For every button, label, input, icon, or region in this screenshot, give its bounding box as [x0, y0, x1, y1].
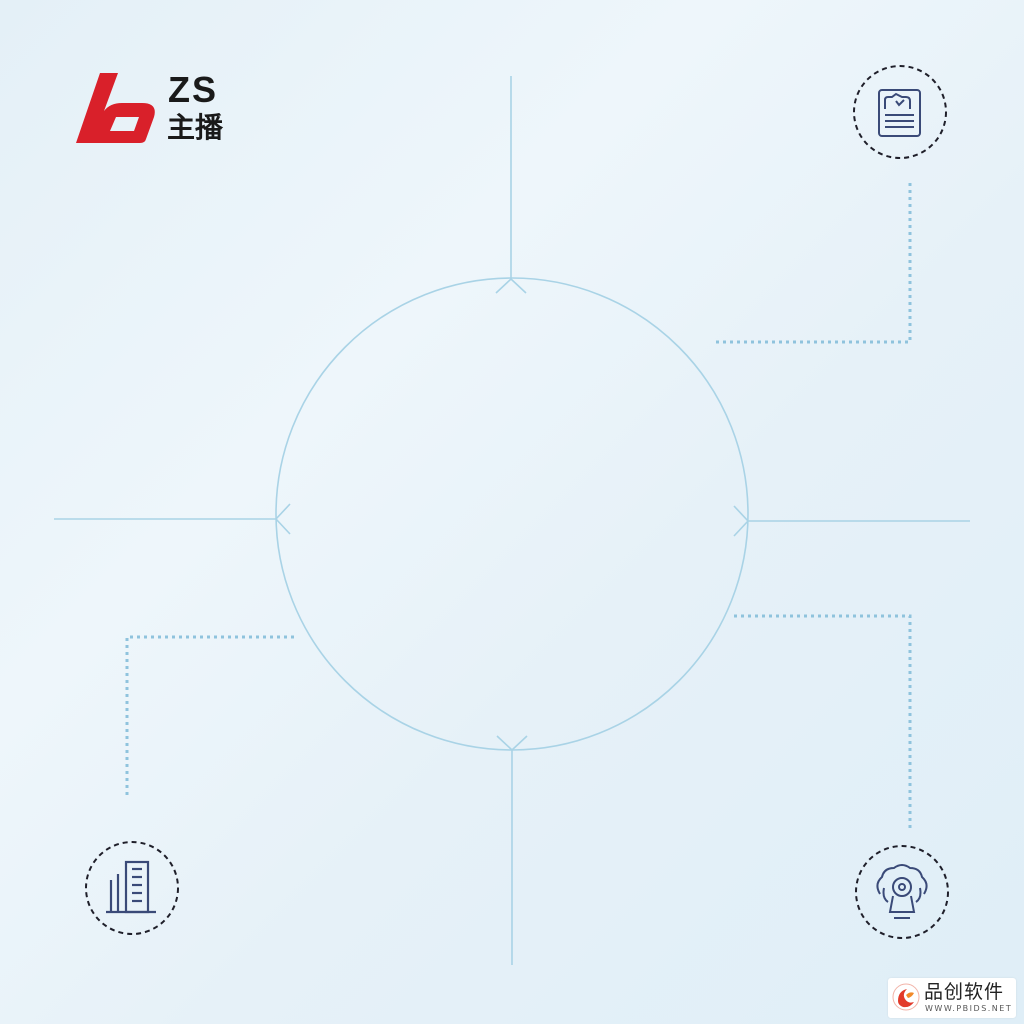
person-headset-icon — [876, 864, 928, 919]
node-top-right — [852, 64, 948, 160]
connector-top-right — [716, 182, 912, 344]
building-icon — [106, 860, 156, 914]
zs-logo-mark-icon — [76, 73, 155, 143]
document-icon — [878, 89, 921, 137]
center-circle — [275, 277, 749, 751]
connector-bottom-left — [125, 635, 294, 796]
arrow-right — [733, 505, 750, 537]
arrow-bottom — [496, 735, 528, 752]
logo-name-cn: 主播 — [167, 111, 224, 144]
arrow-left — [274, 503, 291, 535]
connector-bottom-right — [734, 614, 912, 830]
brand-logo: ZS 主播 — [76, 68, 256, 148]
arrow-top — [495, 277, 527, 294]
pbids-logo-mark-icon — [892, 983, 920, 1011]
node-bottom-left — [84, 840, 180, 936]
watermark-name: 品创软件 — [924, 981, 1005, 1003]
node-bottom-right — [854, 844, 950, 940]
watermark-url: WWW.PBIDS.NET — [925, 1004, 1013, 1013]
logo-name: ZS — [168, 69, 219, 110]
watermark-badge: 品创软件 WWW.PBIDS.NET — [888, 978, 1016, 1018]
